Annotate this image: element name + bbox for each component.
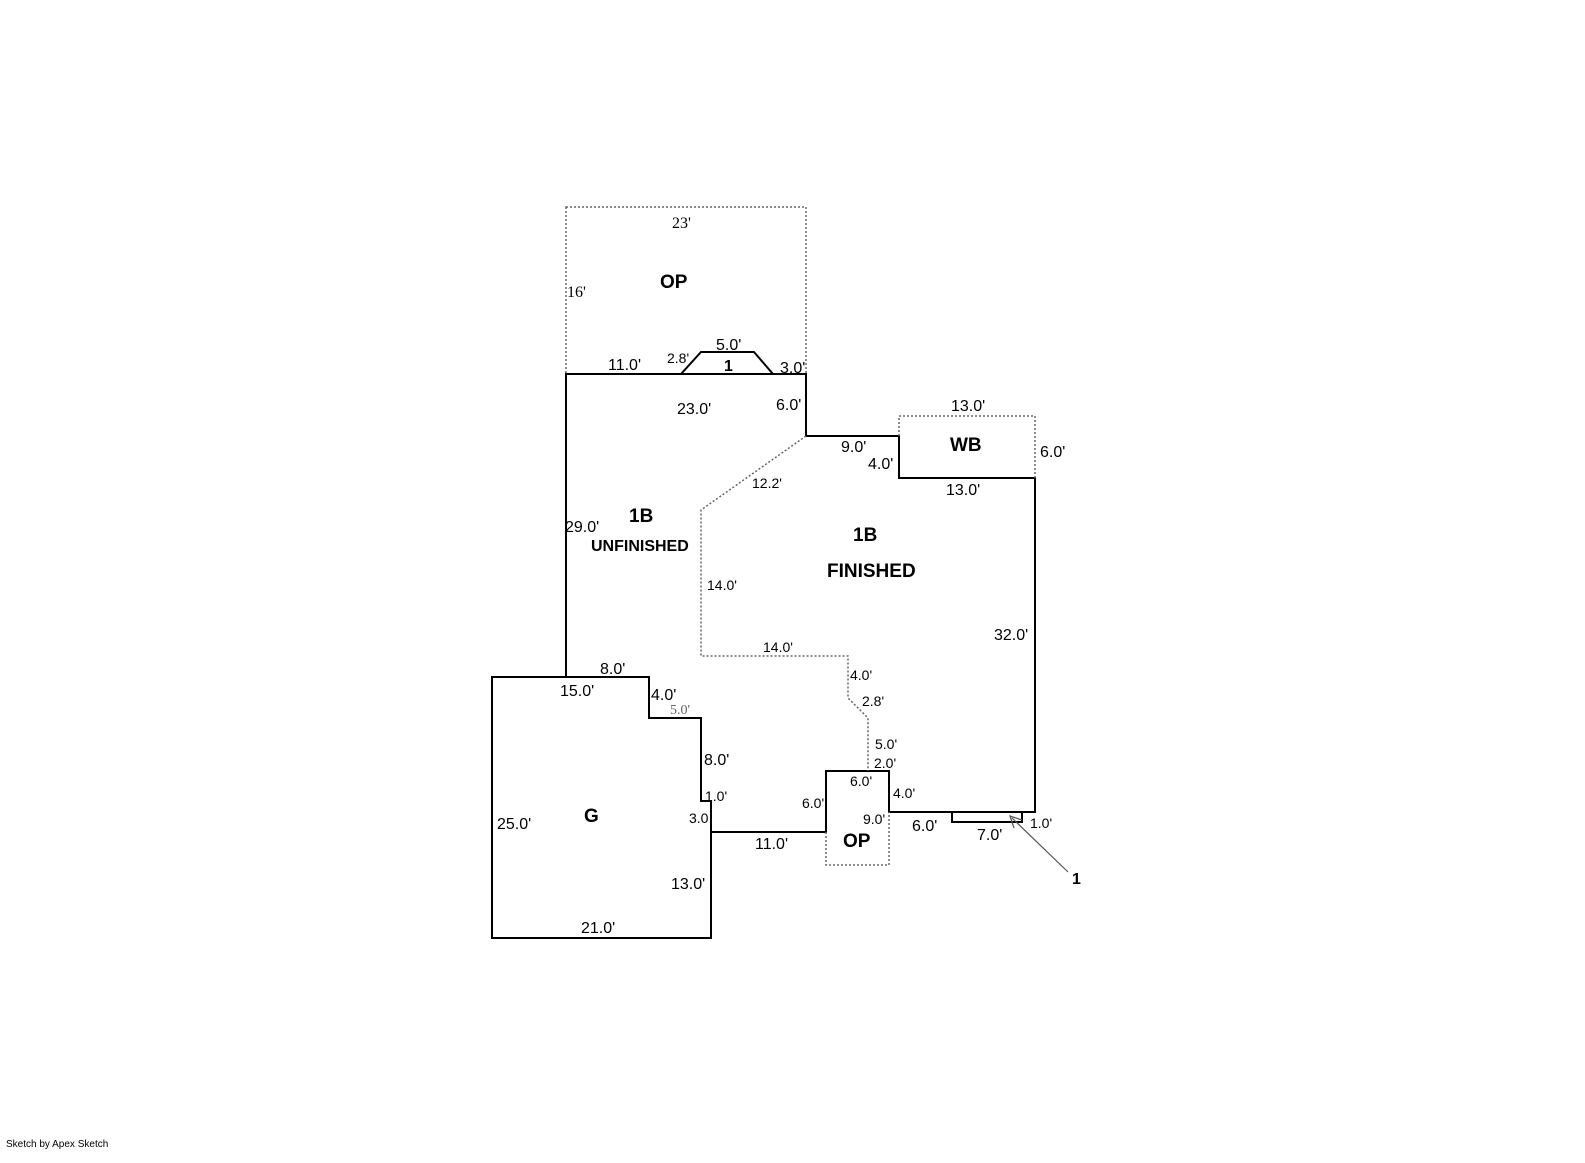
- callout-label: 1: [1072, 871, 1081, 888]
- dim-label: 16': [567, 284, 586, 301]
- dim-label: 23.0': [677, 401, 711, 418]
- dim-label: 6.0': [912, 818, 937, 835]
- dim-label: 4.0': [651, 687, 676, 704]
- dim-label: 23': [672, 215, 691, 232]
- dim-label: 2.0': [874, 755, 896, 771]
- dim-label: 2.8': [667, 350, 689, 366]
- dim-label: 13.0': [951, 398, 985, 415]
- open-porch-bottom-outline: [825, 812, 890, 866]
- dim-label: 13.0': [946, 482, 980, 499]
- dim-label: 4.0': [850, 667, 872, 683]
- dim-label: 5.0': [670, 703, 690, 718]
- dim-label: 29.0': [565, 519, 599, 536]
- dim-label: 9.0': [863, 811, 885, 827]
- stoop-bottom-outline: [951, 812, 1023, 823]
- area-label-op-bottom: OP: [843, 831, 871, 852]
- dim-label: 2.8': [862, 693, 884, 709]
- area-label-stoop: 1: [724, 358, 733, 375]
- area-code-finished: 1B: [853, 525, 877, 546]
- dim-label: 5.0': [716, 337, 741, 354]
- arrow-head-icon: [1009, 815, 1023, 829]
- area-code-unfinished: 1B: [629, 506, 653, 527]
- dim-label: 5.0': [875, 736, 897, 752]
- dim-label: 3.0: [689, 810, 709, 826]
- dim-label: 6.0': [776, 397, 801, 414]
- area-label-wb: WB: [950, 435, 982, 456]
- dim-label: 14.0': [763, 639, 793, 655]
- dim-label: 12.2': [752, 475, 782, 491]
- dim-label: 3.0': [780, 360, 805, 377]
- sketch-credit: Sketch by Apex Sketch: [6, 1139, 109, 1150]
- main-house-outline: [565, 351, 1036, 833]
- area-label-unfinished: UNFINISHED: [591, 538, 689, 555]
- open-porch-top-outline: [565, 206, 807, 375]
- dim-label: 14.0': [707, 577, 737, 593]
- dim-label: 1.0': [1030, 815, 1052, 831]
- dim-label: 4.0': [893, 785, 915, 801]
- dim-label: 6.0': [850, 773, 872, 789]
- dim-label: 15.0': [560, 683, 594, 700]
- dim-label: 1.0': [705, 788, 727, 804]
- dim-label: 7.0': [977, 827, 1002, 844]
- dim-label: 32.0': [994, 627, 1028, 644]
- finished-divider-line: [700, 435, 869, 771]
- area-label-garage: G: [584, 806, 599, 827]
- dim-label: 11.0': [608, 357, 641, 374]
- dim-label: 11.0': [755, 836, 788, 853]
- dim-label: 8.0': [704, 752, 729, 769]
- dim-label: 9.0': [841, 439, 866, 456]
- callout-arrow: [1011, 817, 1069, 873]
- garage-outline: [491, 676, 712, 939]
- dim-label: 4.0': [868, 456, 893, 473]
- dim-label: 13.0': [671, 876, 705, 893]
- dim-label: 6.0': [1040, 444, 1065, 461]
- dim-label: 25.0': [497, 816, 531, 833]
- wood-deck-outline: [898, 415, 1036, 478]
- dim-label: 21.0': [581, 920, 615, 937]
- dim-label: 6.0': [802, 795, 824, 811]
- area-label-op-top: OP: [660, 272, 688, 293]
- area-label-finished: FINISHED: [827, 561, 916, 582]
- dim-label: 8.0': [600, 661, 625, 678]
